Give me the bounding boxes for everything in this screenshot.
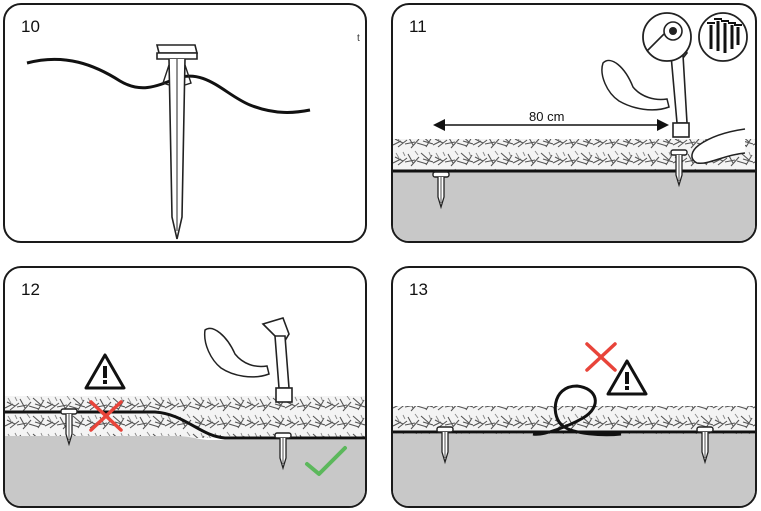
cross-icon bbox=[585, 342, 617, 372]
cross-icon bbox=[89, 400, 123, 432]
measure-arrow bbox=[433, 119, 669, 131]
measure-and-hammer-illustration bbox=[393, 12, 755, 241]
panel-number: 12 bbox=[21, 280, 40, 299]
ground bbox=[393, 171, 755, 241]
panel-12: 12 bbox=[3, 266, 367, 508]
warning-icon bbox=[606, 359, 648, 396]
hand-icon bbox=[601, 59, 670, 111]
peg-and-wire-illustration bbox=[26, 44, 311, 240]
panel-number: 13 bbox=[409, 280, 428, 299]
pegs-bundle-icon bbox=[698, 12, 748, 62]
corner-mark: t bbox=[357, 33, 360, 44]
panel-number: 10 bbox=[21, 17, 40, 36]
grass-strip bbox=[5, 396, 365, 438]
hand-icon bbox=[691, 128, 746, 164]
distance-label: 80 cm bbox=[529, 109, 565, 124]
check-icon bbox=[305, 446, 347, 476]
warning-icon bbox=[84, 353, 126, 390]
ground bbox=[5, 436, 365, 506]
peg-icon bbox=[155, 44, 199, 240]
panel-10: 10 t bbox=[3, 3, 367, 243]
wire-line bbox=[5, 410, 365, 440]
wire-spool-icon bbox=[642, 12, 692, 62]
correct-peg-depth-illustration bbox=[5, 317, 365, 506]
ground bbox=[393, 434, 755, 506]
panel-11: 11 80 cm bbox=[391, 3, 757, 243]
hammer-icon bbox=[261, 317, 293, 403]
no-wire-loop-illustration bbox=[393, 342, 755, 506]
panel-number: 11 bbox=[409, 17, 427, 36]
panel-13: 13 bbox=[391, 266, 757, 508]
wire-loop bbox=[532, 384, 622, 437]
hand-icon bbox=[203, 327, 270, 378]
